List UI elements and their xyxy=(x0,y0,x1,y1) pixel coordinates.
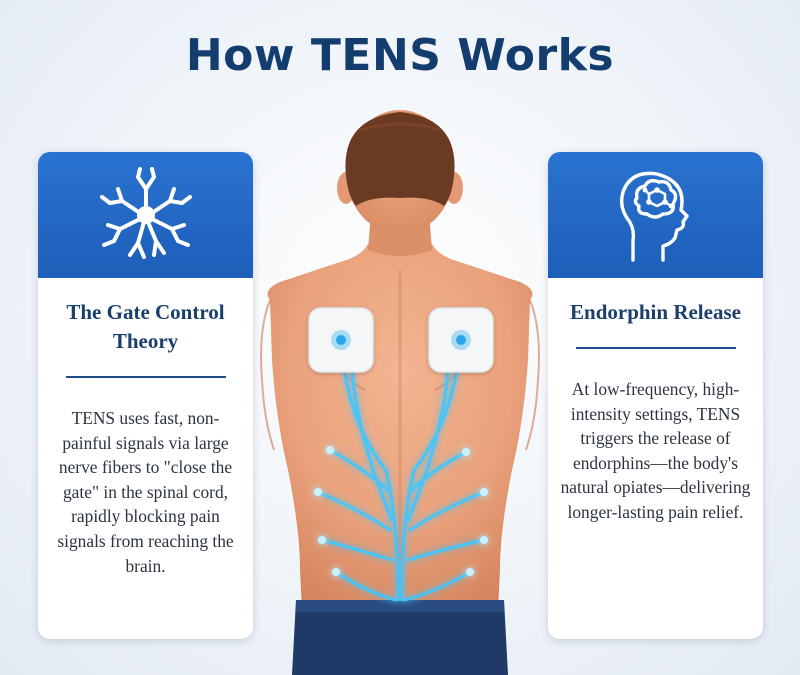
title-divider xyxy=(575,347,736,349)
gate-control-description: TENS uses fast, non-painful signals via … xyxy=(57,408,234,576)
endorphin-card-header xyxy=(548,152,763,278)
endorphin-description: At low-frequency, high-intensity setting… xyxy=(560,379,751,522)
endorphin-card: Endorphin Release At low-frequency, high… xyxy=(548,152,763,639)
right-electrode-pad xyxy=(428,307,494,373)
endorphin-title: Endorphin Release xyxy=(570,300,741,324)
gate-control-card-header xyxy=(38,152,253,278)
hair xyxy=(345,112,455,206)
nerve-endpoints xyxy=(314,446,488,576)
left-electrode-pad xyxy=(308,307,374,373)
back-with-electrodes-illustration xyxy=(260,110,540,675)
gate-control-card: The Gate Control Theory TENS uses fast, … xyxy=(38,152,253,639)
page-title: How TENS Works xyxy=(185,30,615,81)
gate-control-title: The Gate Control Theory xyxy=(66,300,225,353)
shorts xyxy=(292,600,508,675)
nerve-network xyxy=(316,338,486,602)
neuron-icon xyxy=(99,167,192,259)
brain-head-icon xyxy=(619,171,689,262)
title-divider xyxy=(65,376,226,378)
